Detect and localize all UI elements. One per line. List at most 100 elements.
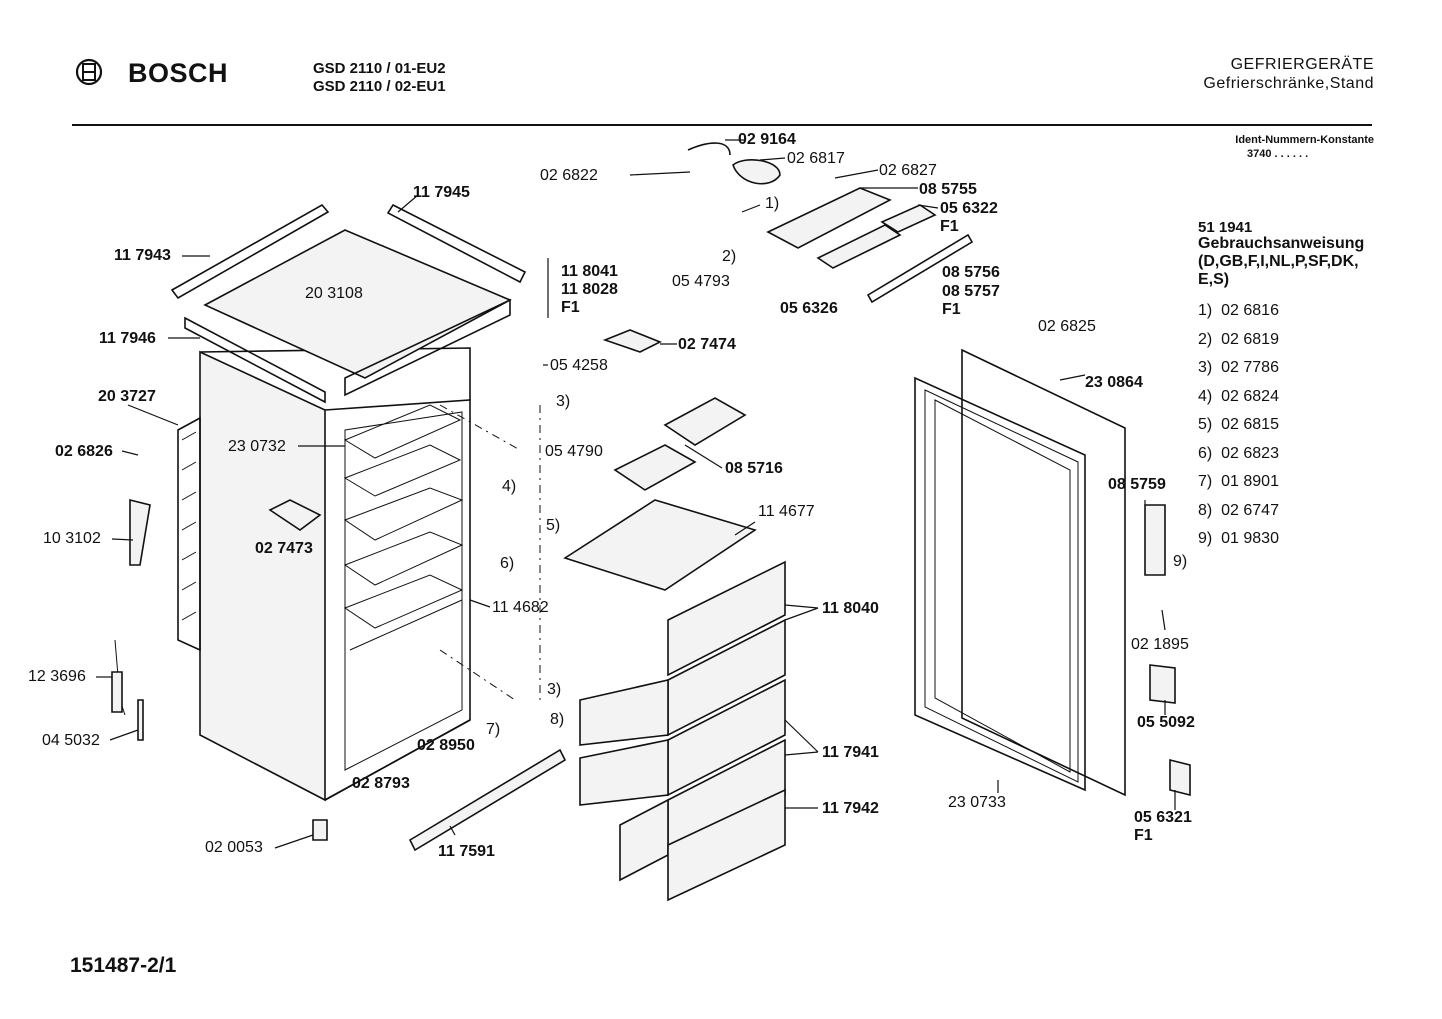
cold-pack-lower: [613, 444, 697, 491]
part-label-123696: 12 3696: [28, 668, 86, 685]
part-label-029164: 02 9164: [738, 131, 796, 148]
trim-strip: [866, 233, 974, 304]
part-label-056321: 05 6321: [1134, 809, 1192, 826]
part-label-026827: 02 6827: [879, 162, 937, 179]
part-label-020053: 02 0053: [205, 839, 263, 856]
legend-key: 5): [1198, 416, 1213, 433]
manual-title: Gebrauchsanweisung: [1198, 235, 1365, 252]
ref-label-2: 2): [722, 248, 737, 265]
legend-part: 02 6823: [1221, 445, 1279, 462]
drawers: [579, 560, 786, 902]
manual-number: 51 1941: [1198, 219, 1253, 236]
manual-languages-1: (D,GB,F,I,NL,P,SF,DK,: [1198, 253, 1359, 270]
wire-shelves: [343, 404, 464, 651]
leader-lines: [96, 139, 1176, 849]
legend-key: 8): [1198, 502, 1213, 519]
ref-label-3a: 3): [556, 393, 571, 410]
model-number-2: GSD 2110 / 02-EU1: [313, 78, 446, 95]
ref-label-5: 5): [546, 517, 561, 534]
part-label-118028: 11 8028: [561, 281, 618, 298]
part-label-085755: 08 5755: [919, 181, 977, 198]
control-housing: [766, 187, 892, 249]
brand-name: BOSCH: [128, 58, 229, 88]
part-label-203727: 20 3727: [98, 388, 156, 405]
legend-key: 7): [1198, 473, 1213, 490]
model-number-1: GSD 2110 / 01-EU2: [313, 60, 446, 77]
light-cover: [880, 204, 937, 233]
display-055092: [1149, 664, 1176, 704]
part-label-230864: 23 0864: [1085, 374, 1143, 391]
part-label-026822: 02 6822: [540, 167, 598, 184]
legend-part: 01 9830: [1221, 530, 1279, 547]
ref-label-3b: 3): [547, 681, 562, 698]
part-label-118041: 11 8041: [561, 263, 618, 280]
thermostat-sensor: [129, 498, 151, 566]
bottom-grille: [408, 748, 567, 852]
part-label-118040: 11 8040: [822, 600, 879, 617]
legend-key: 1): [1198, 302, 1213, 319]
handle-027474: [602, 329, 662, 353]
legend-item: 6) 02 6823: [1198, 445, 1279, 463]
part-label-230733: 23 0733: [948, 794, 1006, 811]
legend-item: 4) 02 6824: [1198, 388, 1279, 406]
category-title: GEFRIERGERÄTE: [1230, 56, 1374, 73]
legend-item: 1) 02 6816: [1198, 302, 1279, 320]
cold-pack-upper: [663, 397, 747, 446]
handle-027473: [268, 499, 322, 531]
legend-part: 02 6819: [1221, 331, 1279, 348]
legend-part: 02 6824: [1221, 388, 1279, 405]
part-label-230732: 23 0732: [228, 438, 286, 455]
part-label-045032: 04 5032: [42, 732, 100, 749]
part-label-203108: 20 3108: [305, 285, 363, 302]
category-subtitle: Gefrierschränke,Stand: [1203, 75, 1374, 92]
legend-key: 9): [1198, 530, 1213, 547]
part-label-117591: 11 7591: [438, 843, 495, 860]
manual-languages-2: E,S): [1198, 271, 1230, 288]
legend-part: 02 7786: [1221, 359, 1279, 376]
part-label-f1-c: F1: [561, 299, 580, 316]
ident-label: Ident-Nummern-Konstante: [1235, 134, 1374, 146]
part-label-117943: 11 7943: [114, 247, 171, 264]
legend-item: 9) 01 9830: [1198, 530, 1279, 548]
part-label-114677: 11 4677: [758, 503, 815, 520]
assembly-axis: [439, 649, 516, 701]
rail-117945: [386, 203, 527, 284]
part-label-085757: 08 5757: [942, 283, 1000, 300]
ref-label-7: 7): [486, 721, 501, 738]
header-rule: [72, 124, 1372, 126]
legend-key: 6): [1198, 445, 1213, 462]
legend-item: 7) 01 8901: [1198, 473, 1279, 491]
ref-label-9: 9): [1173, 553, 1188, 570]
part-label-117941: 11 7941: [822, 744, 879, 761]
pin-045032: [137, 699, 144, 741]
legend-part: 02 6816: [1221, 302, 1279, 319]
ref-label-4: 4): [502, 478, 517, 495]
foot-020053: [312, 819, 328, 841]
legend-key: 2): [1198, 331, 1213, 348]
rail-117943: [170, 203, 330, 300]
part-label-085756: 08 5756: [942, 264, 1000, 281]
glass-shelf: [563, 499, 757, 591]
legend-item: 8) 02 6747: [1198, 502, 1279, 520]
legend-key: 3): [1198, 359, 1213, 376]
legend-part: 01 8901: [1221, 473, 1279, 490]
door-handle-085759: [1144, 504, 1166, 576]
part-label-027473: 02 7473: [255, 540, 313, 557]
legend-item: 3) 02 7786: [1198, 359, 1279, 377]
part-label-026826: 02 6826: [55, 443, 113, 460]
legend-item: 5) 02 6815: [1198, 416, 1279, 434]
top-plate: [184, 229, 512, 404]
cabinet-body: [199, 347, 471, 802]
part-label-054258: 05 4258: [550, 357, 608, 374]
control-panel: [816, 224, 902, 269]
assembly-axis: [439, 404, 521, 451]
part-label-117945: 11 7945: [413, 184, 470, 201]
legend-part: 02 6747: [1221, 502, 1279, 519]
bosch-logo-icon: [75, 58, 103, 86]
ref-label-1: 1): [765, 195, 780, 212]
part-label-085716: 08 5716: [725, 460, 783, 477]
part-label-f1-d: F1: [1134, 827, 1153, 844]
part-label-103102: 10 3102: [43, 530, 101, 547]
ident-value: 3740 . . . . . .: [1247, 148, 1309, 160]
legend-item: 2) 02 6819: [1198, 331, 1279, 349]
